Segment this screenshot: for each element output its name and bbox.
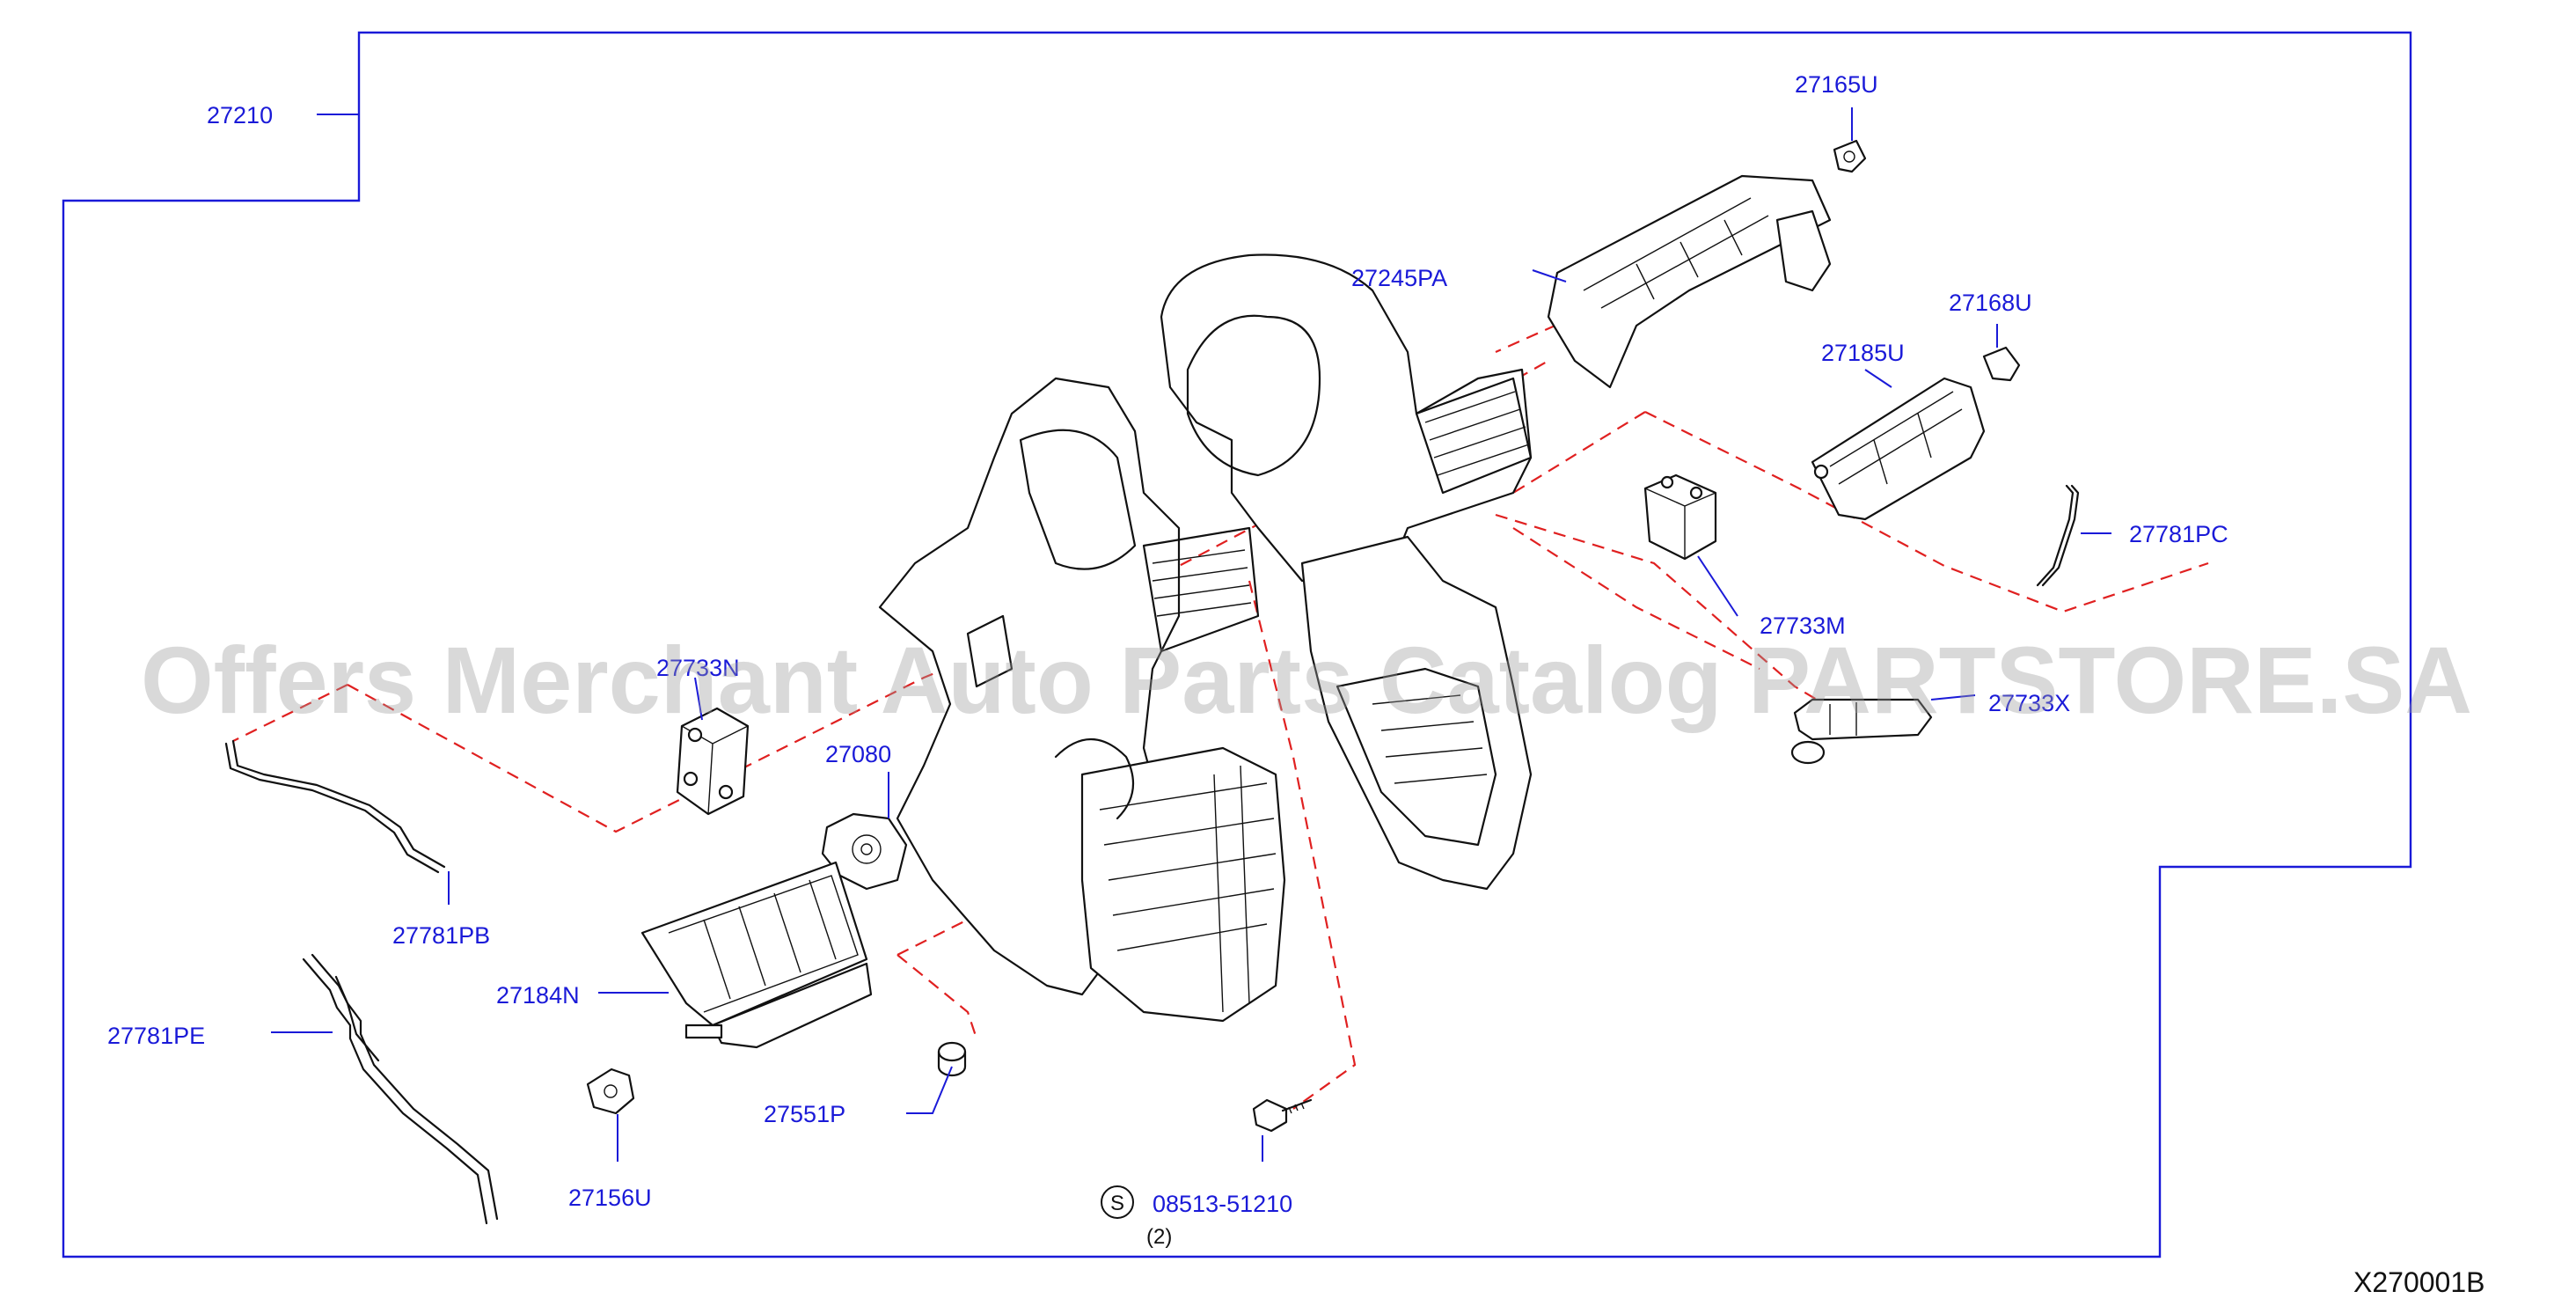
label-27781PC: 27781PC (2129, 521, 2228, 547)
part-27781PC-pipe (2036, 484, 2080, 587)
label-27733M: 27733M (1760, 613, 1846, 639)
label-08513-51210: 08513-51210 (1153, 1191, 1292, 1217)
heater-unit-housing (878, 253, 1533, 1023)
part-27245PA-duct (1547, 174, 1832, 389)
assembly-frame (62, 31, 2412, 1258)
label-27165U: 27165U (1795, 71, 1878, 98)
part-27551P-seal (937, 1041, 967, 1077)
fastener-08513-51210-screw (1252, 1098, 1313, 1133)
part-27733M-actuator (1643, 473, 1717, 561)
label-27245PA: 27245PA (1351, 265, 1447, 291)
part-27185U-filter (1811, 377, 1986, 521)
part-27781PE-pipe (302, 953, 499, 1225)
standard-part-symbol-circle (1101, 1185, 1134, 1219)
label-27156U: 27156U (568, 1185, 652, 1211)
part-labels: 27210 27165U 27245PA 27168U 27185U 27781… (107, 71, 2228, 1249)
label-27781PE: 27781PE (107, 1023, 205, 1049)
label-27733N: 27733N (656, 655, 740, 681)
part-27733N-actuator (676, 707, 750, 816)
part-27168U-clip (1982, 346, 2021, 382)
watermark: Offers Merchant Auto Parts Catalog PARTS… (141, 627, 2472, 733)
label-27781PB: 27781PB (392, 922, 490, 949)
label-27733X: 27733X (1988, 690, 2070, 716)
part-27781PB-pipe (224, 739, 446, 874)
leader-lines (271, 107, 2111, 1162)
part-27165U-clip (1833, 139, 1867, 173)
part-27156U-clip (586, 1068, 635, 1115)
standard-part-symbol: S (1110, 1192, 1124, 1215)
label-27551P: 27551P (764, 1101, 845, 1127)
label-27210: 27210 (207, 102, 273, 128)
label-08513-quantity: (2) (1146, 1225, 1172, 1249)
part-27080-actuator (821, 812, 908, 891)
label-27185U: 27185U (1821, 340, 1905, 366)
label-27184N: 27184N (496, 982, 580, 1009)
diagram-code: X270001B (2353, 1266, 2485, 1298)
part-27184N-heater-core (640, 861, 873, 1049)
label-27168U: 27168U (1949, 290, 2032, 316)
part-27733X-sensor (1790, 698, 1933, 765)
label-27080: 27080 (825, 741, 891, 767)
